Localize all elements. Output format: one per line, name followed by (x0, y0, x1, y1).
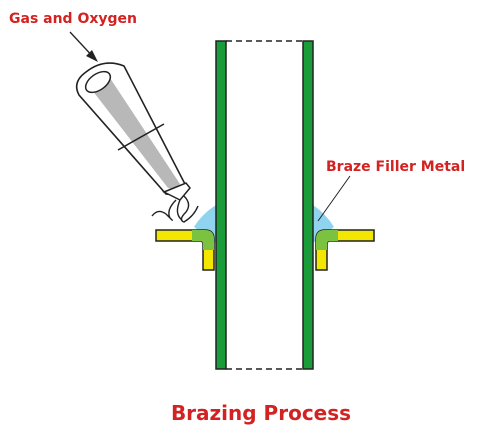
flame-icon (151, 195, 199, 223)
gas-pointer-arrow (69, 31, 98, 62)
braze-filler-label: Braze Filler Metal (326, 159, 465, 175)
tube-wall-left (215, 40, 227, 370)
diagram-title: Brazing Process (171, 401, 351, 425)
flange-right (315, 229, 375, 271)
left-flange-filler (192, 230, 214, 250)
gas-oxygen-label: Gas and Oxygen (9, 11, 137, 27)
filler-leader-line (317, 175, 351, 222)
flange-left (155, 229, 215, 271)
right-flange-filler (316, 230, 338, 250)
tube-outline (226, 40, 302, 370)
torch-icon (75, 62, 191, 201)
tube-wall-right (302, 40, 314, 370)
